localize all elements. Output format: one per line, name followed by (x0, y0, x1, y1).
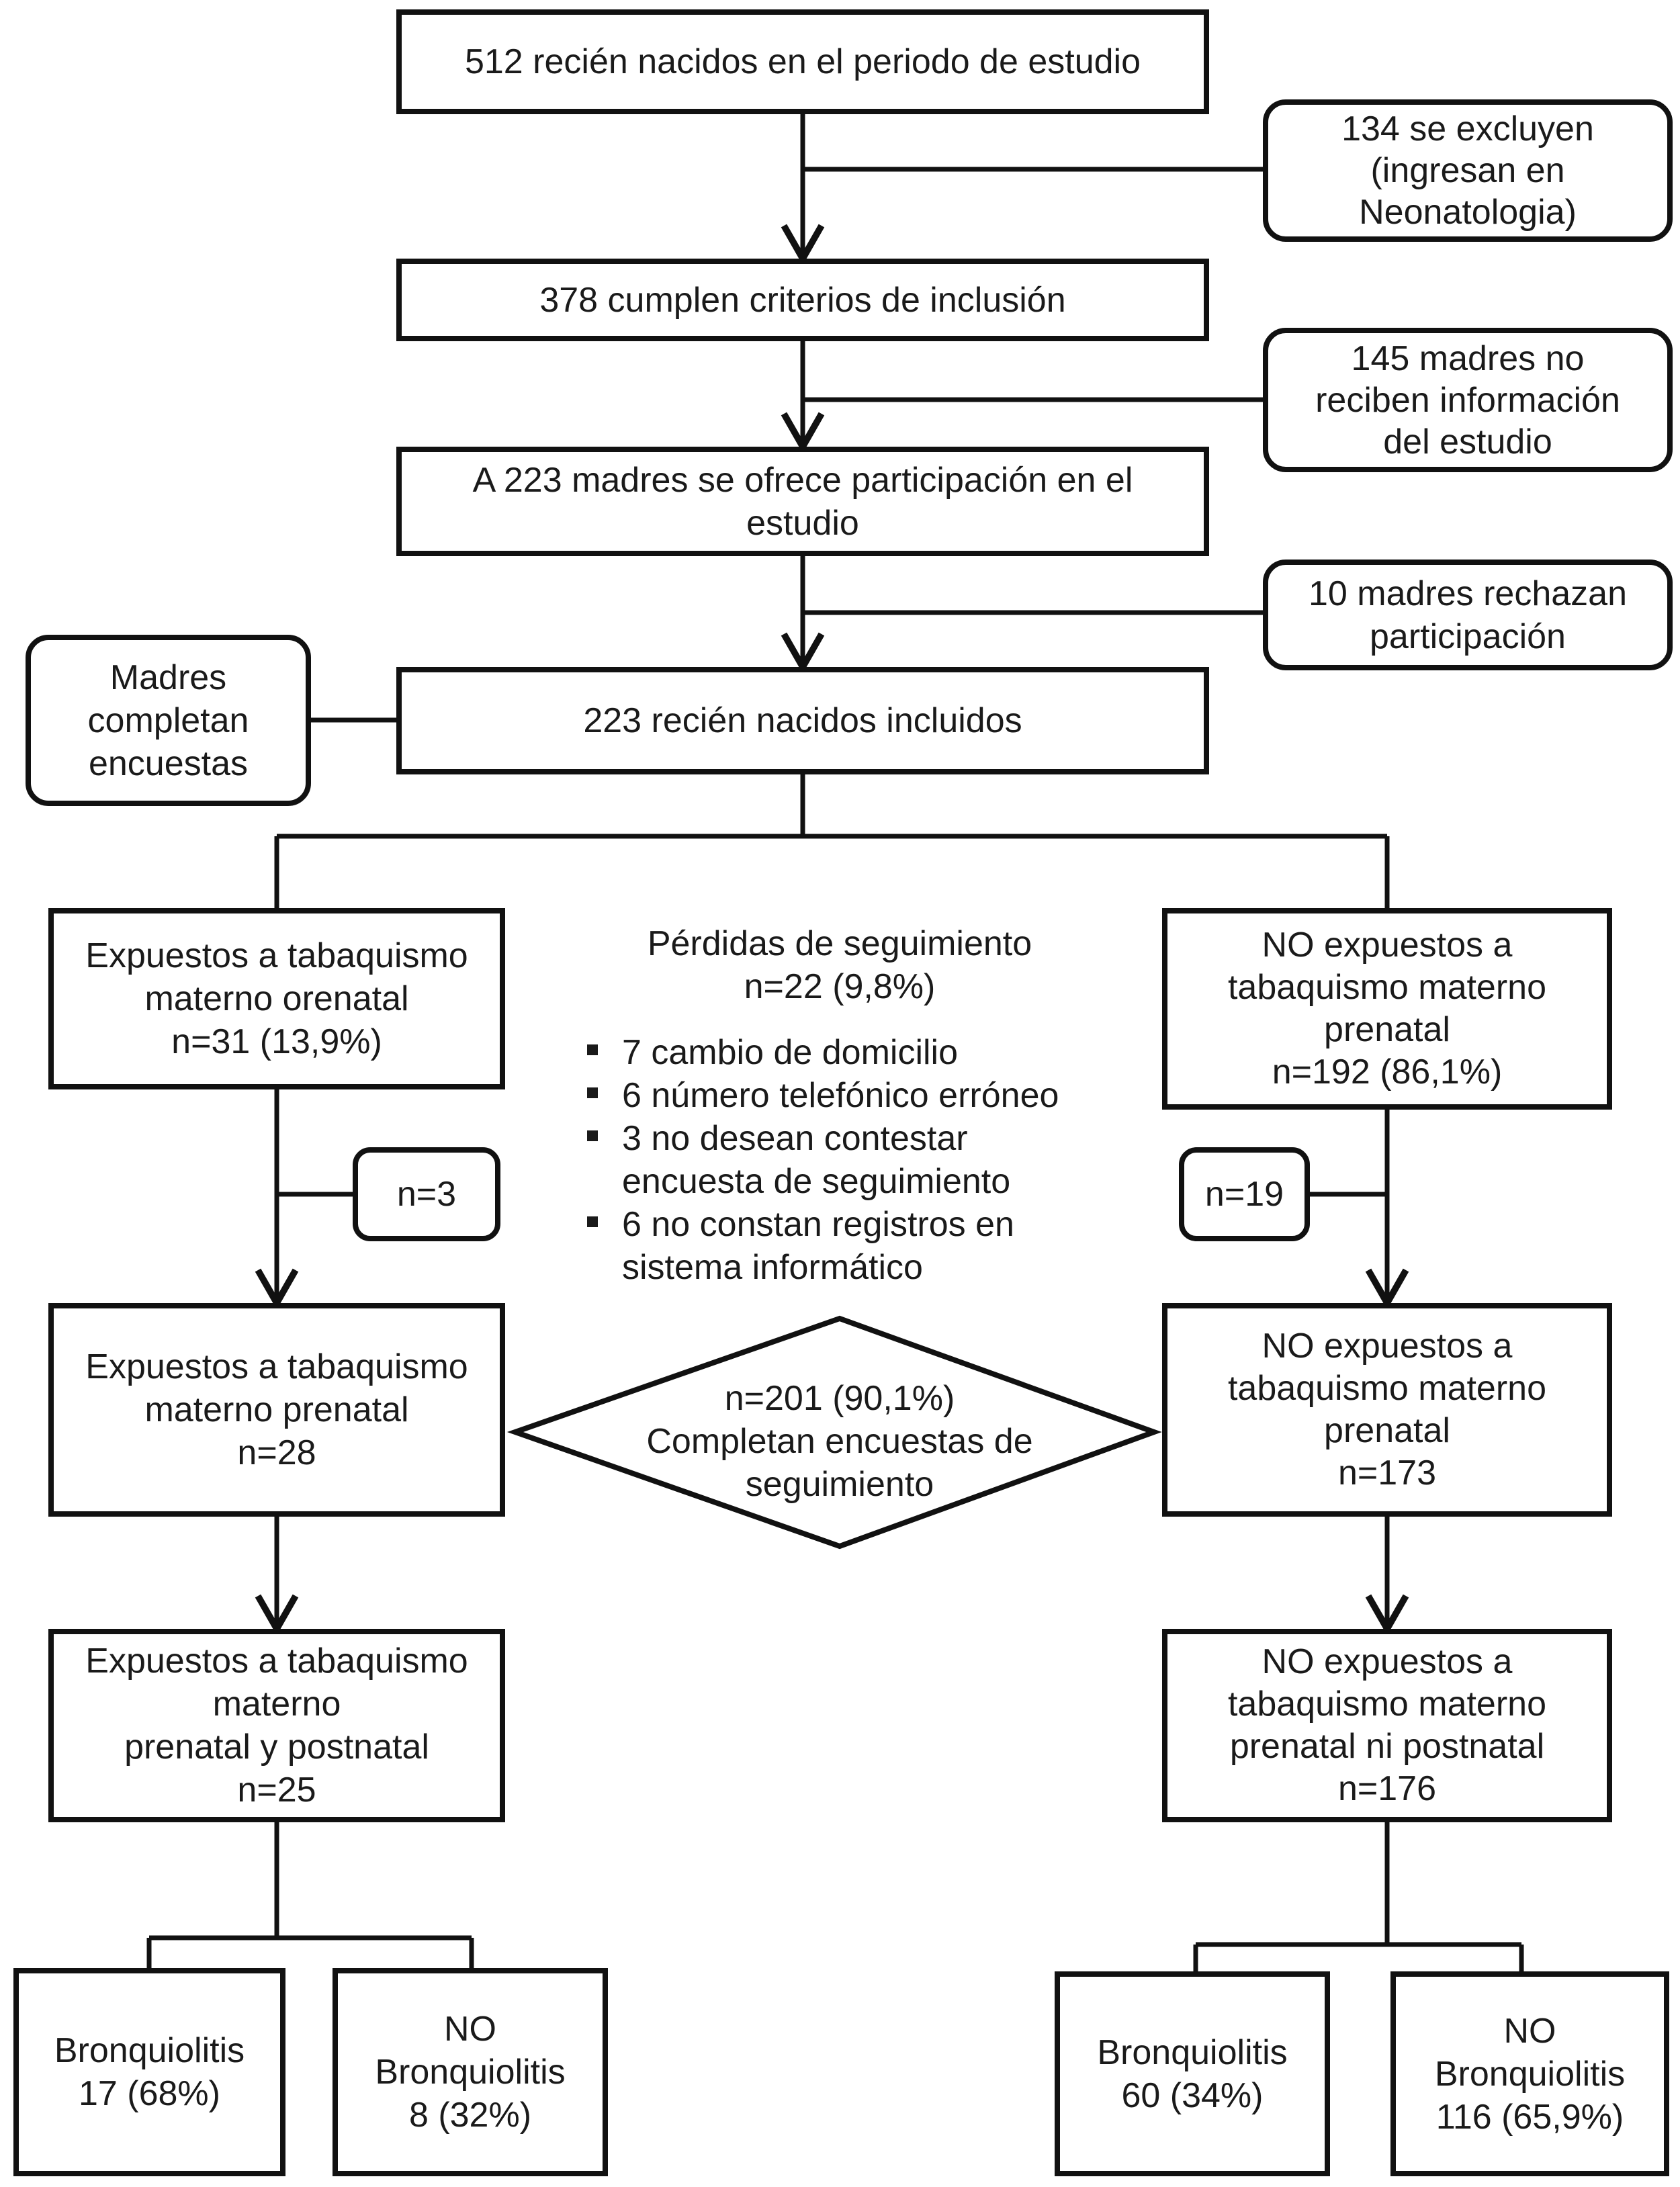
expuestos-1-line-3: n=31 (13,9%) (171, 1022, 382, 1061)
box-recien-nacidos: 512 recién nacidos en el periodo de estu… (396, 9, 1209, 114)
list-item: 3 no desean contestar encuesta de seguim… (584, 1117, 1065, 1203)
no-expuestos-2-line-3: prenatal (1324, 1411, 1450, 1450)
box-ofrece: A 223 madres se ofrece participación en … (396, 447, 1209, 556)
perdidas-list: 7 cambio de domicilio 6 número telefónic… (584, 1031, 1135, 1289)
box-encuestas: Madres completan encuestas (26, 635, 311, 806)
no-bronq-exp-line-3: 8 (32%) (408, 2096, 532, 2135)
completan-line-2: Completan encuestas de (646, 1422, 1033, 1461)
expuestos-3-line-4: n=25 (237, 1771, 316, 1810)
completan-text: n=201 (90,1%) Completan encuestas de seg… (591, 1377, 1088, 1506)
n3-text: n=3 (396, 1175, 457, 1214)
no-informacion-line-2: reciben información (1315, 380, 1620, 420)
list-item: 6 no constan registros en sistema inform… (584, 1203, 1092, 1289)
no-expuestos-2-line-4: n=173 (1337, 1454, 1437, 1492)
no-informacion-line-1: 145 madres no (1351, 339, 1585, 378)
perdidas-title-line-1: Pérdidas de seguimiento (647, 924, 1032, 963)
box-criterios: 378 cumplen criterios de inclusión (396, 259, 1209, 341)
no-bronq-exp-line-2: Bronquiolitis (375, 2053, 566, 2092)
no-expuestos-1-line-1: NO expuestos a (1262, 926, 1513, 965)
no-expuestos-2-line-1: NO expuestos a (1262, 1327, 1513, 1366)
no-expuestos-2-line-2: tabaquismo materno (1227, 1369, 1547, 1408)
encuestas-line-2: completan (87, 701, 249, 740)
rechazan-line-2: participación (1370, 617, 1566, 656)
no-bronq-noexp-line-1: NO (1503, 2011, 1556, 2051)
list-item: 6 número telefónico erróneo (584, 1074, 1135, 1117)
list-item: 7 cambio de domicilio (584, 1031, 1135, 1074)
expuestos-1-line-2: materno orenatal (144, 979, 409, 1018)
no-informacion-line-3: del estudio (1383, 422, 1552, 461)
completan-line-1: n=201 (90,1%) (724, 1379, 955, 1418)
perdidas-title-line-2: n=22 (9,8%) (744, 967, 936, 1006)
box-expuestos-3: Expuestos a tabaquismo materno prenatal … (48, 1629, 505, 1822)
excluidos-line-1: 134 se excluyen (1341, 109, 1594, 148)
expuestos-2-line-3: n=28 (237, 1433, 316, 1472)
recien-nacidos-text: 512 recién nacidos en el periodo de estu… (464, 42, 1141, 81)
box-no-bronquiolitis-expuestos: NO Bronquiolitis 8 (32%) (333, 1968, 608, 2176)
expuestos-2-line-2: materno prenatal (144, 1390, 409, 1429)
completan-line-3: seguimiento (745, 1465, 934, 1504)
rechazan-line-1: 10 madres rechazan (1308, 574, 1628, 613)
ofrece-line-2: estudio (746, 503, 859, 543)
no-bronq-exp-line-1: NO (443, 2010, 496, 2049)
box-n19: n=19 (1179, 1147, 1310, 1241)
no-bronq-noexp-line-2: Bronquiolitis (1434, 2054, 1626, 2094)
encuestas-line-1: Madres (109, 658, 227, 697)
expuestos-2-line-1: Expuestos a tabaquismo (85, 1347, 468, 1386)
no-expuestos-1-line-4: n=192 (86,1%) (1272, 1053, 1503, 1091)
no-expuestos-3-line-2: tabaquismo materno (1227, 1685, 1547, 1724)
expuestos-3-line-3: prenatal y postnatal (124, 1728, 429, 1767)
box-no-expuestos-1: NO expuestos a tabaquismo materno prenat… (1162, 908, 1612, 1110)
expuestos-1-line-1: Expuestos a tabaquismo (85, 936, 468, 975)
no-expuestos-3-line-4: n=176 (1337, 1769, 1437, 1808)
n19-text: n=19 (1204, 1175, 1284, 1214)
criterios-text: 378 cumplen criterios de inclusión (539, 280, 1066, 320)
excluidos-line-2: (ingresan en (1370, 151, 1565, 190)
excluidos-line-3: Neonatologia) (1359, 193, 1577, 232)
box-no-expuestos-3: NO expuestos a tabaquismo materno prenat… (1162, 1629, 1612, 1822)
no-expuestos-3-line-1: NO expuestos a (1262, 1642, 1513, 1681)
incluidos-text: 223 recién nacidos incluidos (583, 701, 1022, 740)
expuestos-3-line-2: materno (212, 1685, 341, 1724)
bronq-noexp-line-2: 60 (34%) (1121, 2076, 1264, 2115)
box-no-expuestos-2: NO expuestos a tabaquismo materno prenat… (1162, 1303, 1612, 1517)
box-excluidos: 134 se excluyen (ingresan en Neonatologi… (1263, 99, 1673, 242)
diamond-completan (506, 1315, 1162, 1550)
expuestos-3-line-1: Expuestos a tabaquismo (85, 1642, 468, 1681)
bronq-exp-line-2: 17 (68%) (78, 2074, 220, 2113)
box-rechazan: 10 madres rechazan participación (1263, 560, 1673, 670)
perdidas-title: Pérdidas de seguimiento n=22 (9,8%) (584, 922, 1095, 1008)
bronq-noexp-line-1: Bronquiolitis (1097, 2033, 1288, 2072)
box-n3: n=3 (353, 1147, 500, 1241)
box-no-bronquiolitis-no-expuestos: NO Bronquiolitis 116 (65,9%) (1390, 1971, 1669, 2176)
no-expuestos-1-line-3: prenatal (1324, 1010, 1450, 1049)
box-expuestos-2: Expuestos a tabaquismo materno prenatal … (48, 1303, 505, 1517)
no-expuestos-3-line-3: prenatal ni postnatal (1229, 1727, 1545, 1766)
no-expuestos-1-line-2: tabaquismo materno (1227, 968, 1547, 1007)
box-incluidos: 223 recién nacidos incluidos (396, 667, 1209, 774)
encuestas-line-3: encuestas (88, 744, 249, 783)
ofrece-line-1: A 223 madres se ofrece participación en … (472, 460, 1133, 500)
bronq-exp-line-1: Bronquiolitis (54, 2031, 245, 2070)
box-no-informacion: 145 madres no reciben información del es… (1263, 328, 1673, 472)
no-bronq-noexp-line-3: 116 (65,9%) (1435, 2097, 1624, 2137)
box-bronquiolitis-expuestos: Bronquiolitis 17 (68%) (13, 1968, 285, 2176)
box-expuestos-1: Expuestos a tabaquismo materno orenatal … (48, 908, 505, 1089)
box-bronquiolitis-no-expuestos: Bronquiolitis 60 (34%) (1055, 1971, 1330, 2176)
